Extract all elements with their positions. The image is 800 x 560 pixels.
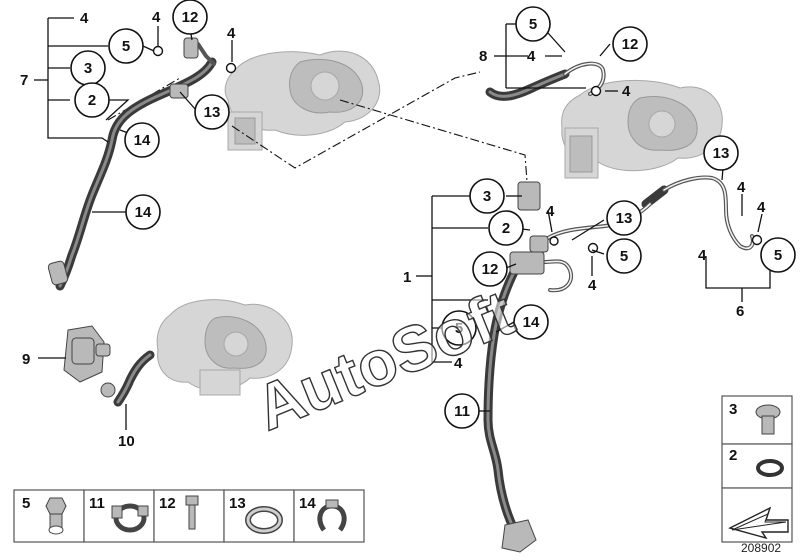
circled-callout-5: 5 [760,237,796,273]
circled-callout-2: 2 [488,210,524,246]
legend-number: 12 [159,495,176,512]
turbocharger-lower [156,299,293,396]
circled-callout-14: 14 [124,122,160,158]
hose-clamp-icon [111,503,149,533]
svg-text:5: 5 [774,247,782,264]
circled-callout-12: 12 [612,26,648,62]
sealing-ring-icon [756,459,784,477]
circled-callout-5: 5 [515,6,551,42]
svg-text:5: 5 [455,320,463,337]
callout-4: 4 [454,355,463,372]
svg-text:13: 13 [204,104,221,121]
circled-callout-12: 12 [172,0,208,35]
svg-text:12: 12 [622,36,639,53]
svg-text:3: 3 [84,60,92,77]
circled-callouts: 5 12 3 2 13 14 14 5 12 13 5 3 2 13 12 5 … [70,0,796,429]
svg-text:5: 5 [529,16,537,33]
callout-4: 4 [227,25,236,42]
electric-coolant-pump [63,325,116,398]
fitting-left-end [47,260,69,286]
legend-bottom: 5 11 12 13 14 [13,489,365,543]
legend-number: 2 [729,447,737,464]
circled-callout-3: 3 [469,178,505,214]
banjo-bolt-icon [45,497,67,535]
callout-4: 4 [527,48,536,65]
screw-icon [185,495,199,530]
arrow-symbol-icon [728,506,789,540]
callout-8: 8 [479,48,487,65]
legend-number: 3 [729,401,737,418]
callout-1: 1 [403,269,411,286]
callout-4: 4 [546,203,555,220]
turbocharger-upper-right [561,79,723,179]
hose-center-long [483,265,525,549]
svg-text:14: 14 [134,132,151,149]
circled-callout-14: 14 [513,304,549,340]
plain-callouts: 4 4 4 7 8 4 4 4 4 4 6 4 1 4 4 9 10 [20,9,766,450]
circled-callout-13: 13 [606,200,642,236]
band-clamp-icon [245,506,283,534]
circled-callout-5: 5 [606,238,642,274]
legend-number: 11 [89,495,105,512]
hex-socket-bolt-icon [755,404,781,435]
callout-6: 6 [736,303,744,320]
callout-4: 4 [152,9,161,26]
svg-text:13: 13 [713,145,730,162]
callout-10: 10 [118,433,135,450]
svg-text:11: 11 [454,403,470,420]
legend-number: 5 [22,495,30,512]
svg-text:3: 3 [483,188,491,205]
turbocharger-upper-left [224,50,381,151]
circled-callout-11: 11 [444,393,480,429]
watermark: AutoSoft [245,276,524,445]
fitting-center-top [509,181,549,275]
callout-7: 7 [20,72,28,89]
reference-number: 208902 [741,541,781,555]
svg-text:12: 12 [482,261,499,278]
svg-text:2: 2 [88,92,96,109]
circled-callout-13: 13 [194,94,230,130]
callout-4: 4 [622,83,631,100]
o-rings [152,45,763,254]
svg-text:13: 13 [616,210,633,227]
circled-callout-5: 5 [108,28,144,64]
circled-callout-2: 2 [74,82,110,118]
fitting-center-bottom [501,519,537,553]
svg-text:5: 5 [122,38,130,55]
svg-text:12: 12 [182,9,199,26]
legend-right: 3 2 [721,395,793,543]
spring-clip-icon [317,499,347,532]
legend-number: 14 [299,495,316,512]
svg-text:14: 14 [523,314,540,331]
legend-number: 13 [229,495,246,512]
callout-4: 4 [588,277,597,294]
svg-text:2: 2 [502,220,510,237]
pipe-right-oil [641,175,755,251]
circled-callout-13: 13 [703,135,739,171]
circled-callout-14: 14 [125,194,161,230]
callout-9: 9 [22,351,30,368]
callout-4: 4 [698,247,707,264]
svg-text:5: 5 [620,248,628,265]
fitting-top-left [169,37,199,99]
svg-text:AutoSoft: AutoSoft [246,276,523,444]
circled-callout-12: 12 [472,251,508,287]
hose-left-lower [113,350,155,407]
callout-4: 4 [737,179,746,196]
callout-4: 4 [757,199,766,216]
circled-callout-3: 3 [70,50,106,86]
circled-callout-5: 5 [441,310,477,346]
svg-text:14: 14 [135,204,152,221]
callout-4: 4 [80,10,89,27]
